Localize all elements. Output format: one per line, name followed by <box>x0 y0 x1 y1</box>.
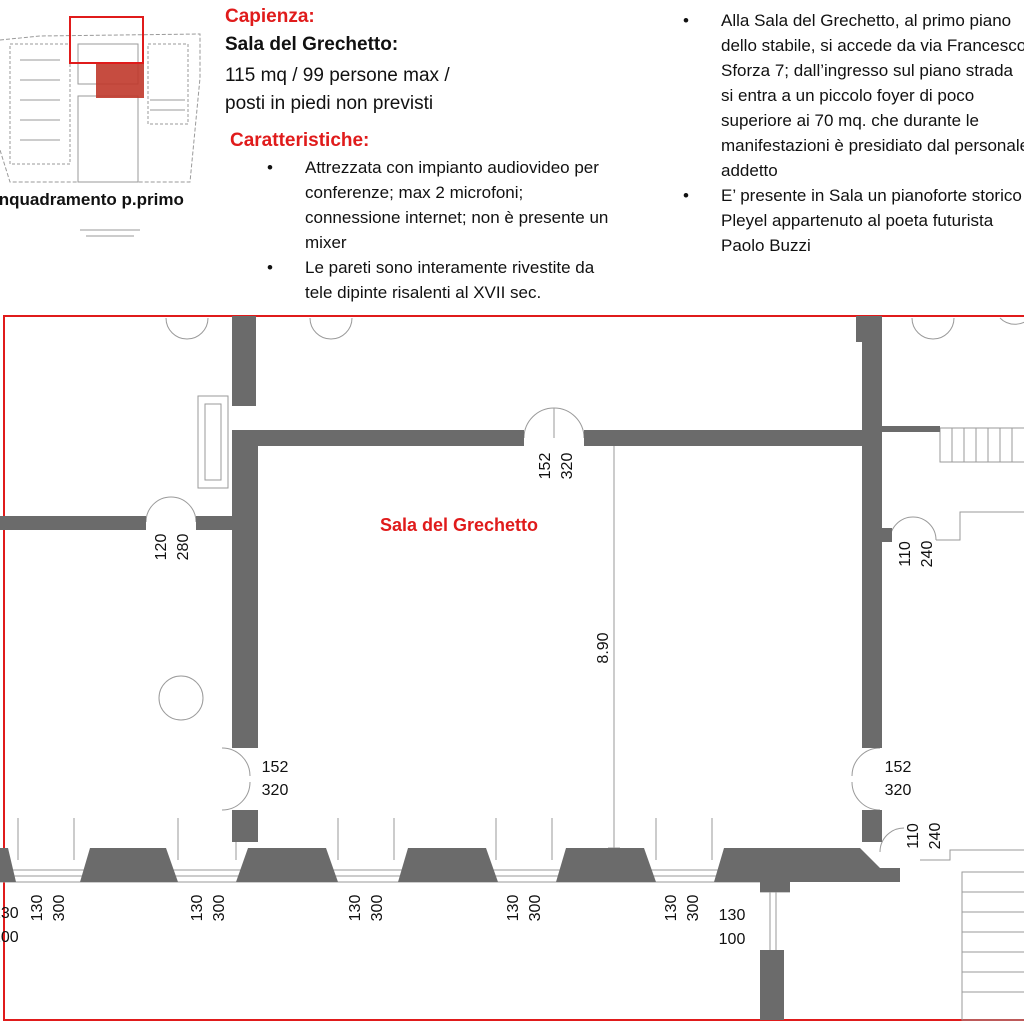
list-item-line: addetto <box>721 161 778 180</box>
bullet-icon: • <box>267 158 273 177</box>
window-partial-width: 130 <box>0 905 19 922</box>
door-right-upper-height: 240 <box>919 541 936 568</box>
list-item-line: conferenze; max 2 microfoni; <box>305 183 524 202</box>
list-item-line: connessione internet; non è presente un <box>305 208 609 227</box>
bullet-icon: • <box>683 186 689 205</box>
capacity-line: 115 mq / 99 persone max / <box>225 65 450 86</box>
list-item-line: E’ presente in Sala un pianoforte storic… <box>721 186 1022 205</box>
capacity-text: 115 mq / 99 persone max / posti in piedi… <box>225 62 450 118</box>
plan-frame <box>3 315 1024 1021</box>
bullet-icon: • <box>683 11 689 30</box>
access-list: • Alla Sala del Grechetto, al primo pian… <box>683 8 1024 258</box>
door-top-height: 320 <box>559 453 576 480</box>
window-width: 130 <box>29 895 46 922</box>
door-right-lower-width: 152 <box>885 759 912 776</box>
list-item-line: Le pareti sono interamente rivestite da <box>305 258 595 277</box>
list-item: • Le pareti sono interamente rivestite d… <box>267 255 667 305</box>
door-left-upper-width: 120 <box>153 534 170 561</box>
list-item-line: Alla Sala del Grechetto, al primo piano <box>721 11 1012 30</box>
characteristics-heading: Caratteristiche: <box>230 130 370 151</box>
list-item-line: Sforza 7; dall’ingresso sul piano strada <box>721 61 1013 80</box>
window-right-width: 130 <box>719 907 746 924</box>
window-height: 300 <box>211 895 228 922</box>
room-height-label: 8.90 <box>595 632 612 663</box>
door-right-bottom-height: 240 <box>927 823 944 850</box>
window-width: 130 <box>663 895 680 922</box>
window-height: 300 <box>685 895 702 922</box>
list-item-line: dello stabile, si accede da via Francesc… <box>721 36 1024 55</box>
capacity-line: posti in piedi non previsti <box>225 93 434 114</box>
capacity-heading: Capienza: <box>225 6 315 27</box>
walls <box>0 316 940 1020</box>
door-left-lower-height: 320 <box>262 782 289 799</box>
door-right-lower-height: 320 <box>885 782 912 799</box>
key-plan-label: Inquadramento p.primo <box>0 190 184 209</box>
bullet-icon: • <box>267 258 273 277</box>
key-plan-thumbnail <box>0 16 201 237</box>
window-height: 300 <box>527 895 544 922</box>
window-height: 300 <box>369 895 386 922</box>
door-left-upper-height: 280 <box>175 534 192 561</box>
window-width: 130 <box>347 895 364 922</box>
window-width: 130 <box>505 895 522 922</box>
list-item: • E’ presente in Sala un pianoforte stor… <box>683 183 1024 258</box>
list-item: • Attrezzata con impianto audiovideo per… <box>267 155 667 255</box>
door-right-bottom-width: 110 <box>905 823 922 849</box>
window-width: 130 <box>189 895 206 922</box>
door-left-lower-width: 152 <box>262 759 289 776</box>
room-label: Sala del Grechetto <box>380 515 538 535</box>
key-plan-frame <box>69 16 144 64</box>
list-item-line: si entra a un piccolo foyer di poco <box>721 86 975 105</box>
capacity-room-name: Sala del Grechetto: <box>225 34 399 55</box>
window-partial-height: 100 <box>0 929 19 946</box>
list-item-line: Paolo Buzzi <box>721 236 811 255</box>
characteristics-list: • Attrezzata con impianto audiovideo per… <box>267 155 667 305</box>
list-item-line: manifestazioni è presidiato dal personal… <box>721 136 1024 155</box>
window-right-height: 100 <box>719 931 746 948</box>
list-item-line: mixer <box>305 233 347 252</box>
list-item-line: tele dipinte risalenti al XVII sec. <box>305 283 542 302</box>
window-height: 300 <box>51 895 68 922</box>
door-right-upper-width: 110 <box>897 541 914 567</box>
list-item: • Alla Sala del Grechetto, al primo pian… <box>683 8 1024 183</box>
list-item-line: Pleyel appartenuto al poeta futurista <box>721 211 994 230</box>
list-item-line: superiore ai 70 mq. che durante le <box>721 111 979 130</box>
door-top-width: 152 <box>537 453 554 480</box>
key-plan-highlight <box>96 62 144 98</box>
list-item-line: Attrezzata con impianto audiovideo per <box>305 158 599 177</box>
